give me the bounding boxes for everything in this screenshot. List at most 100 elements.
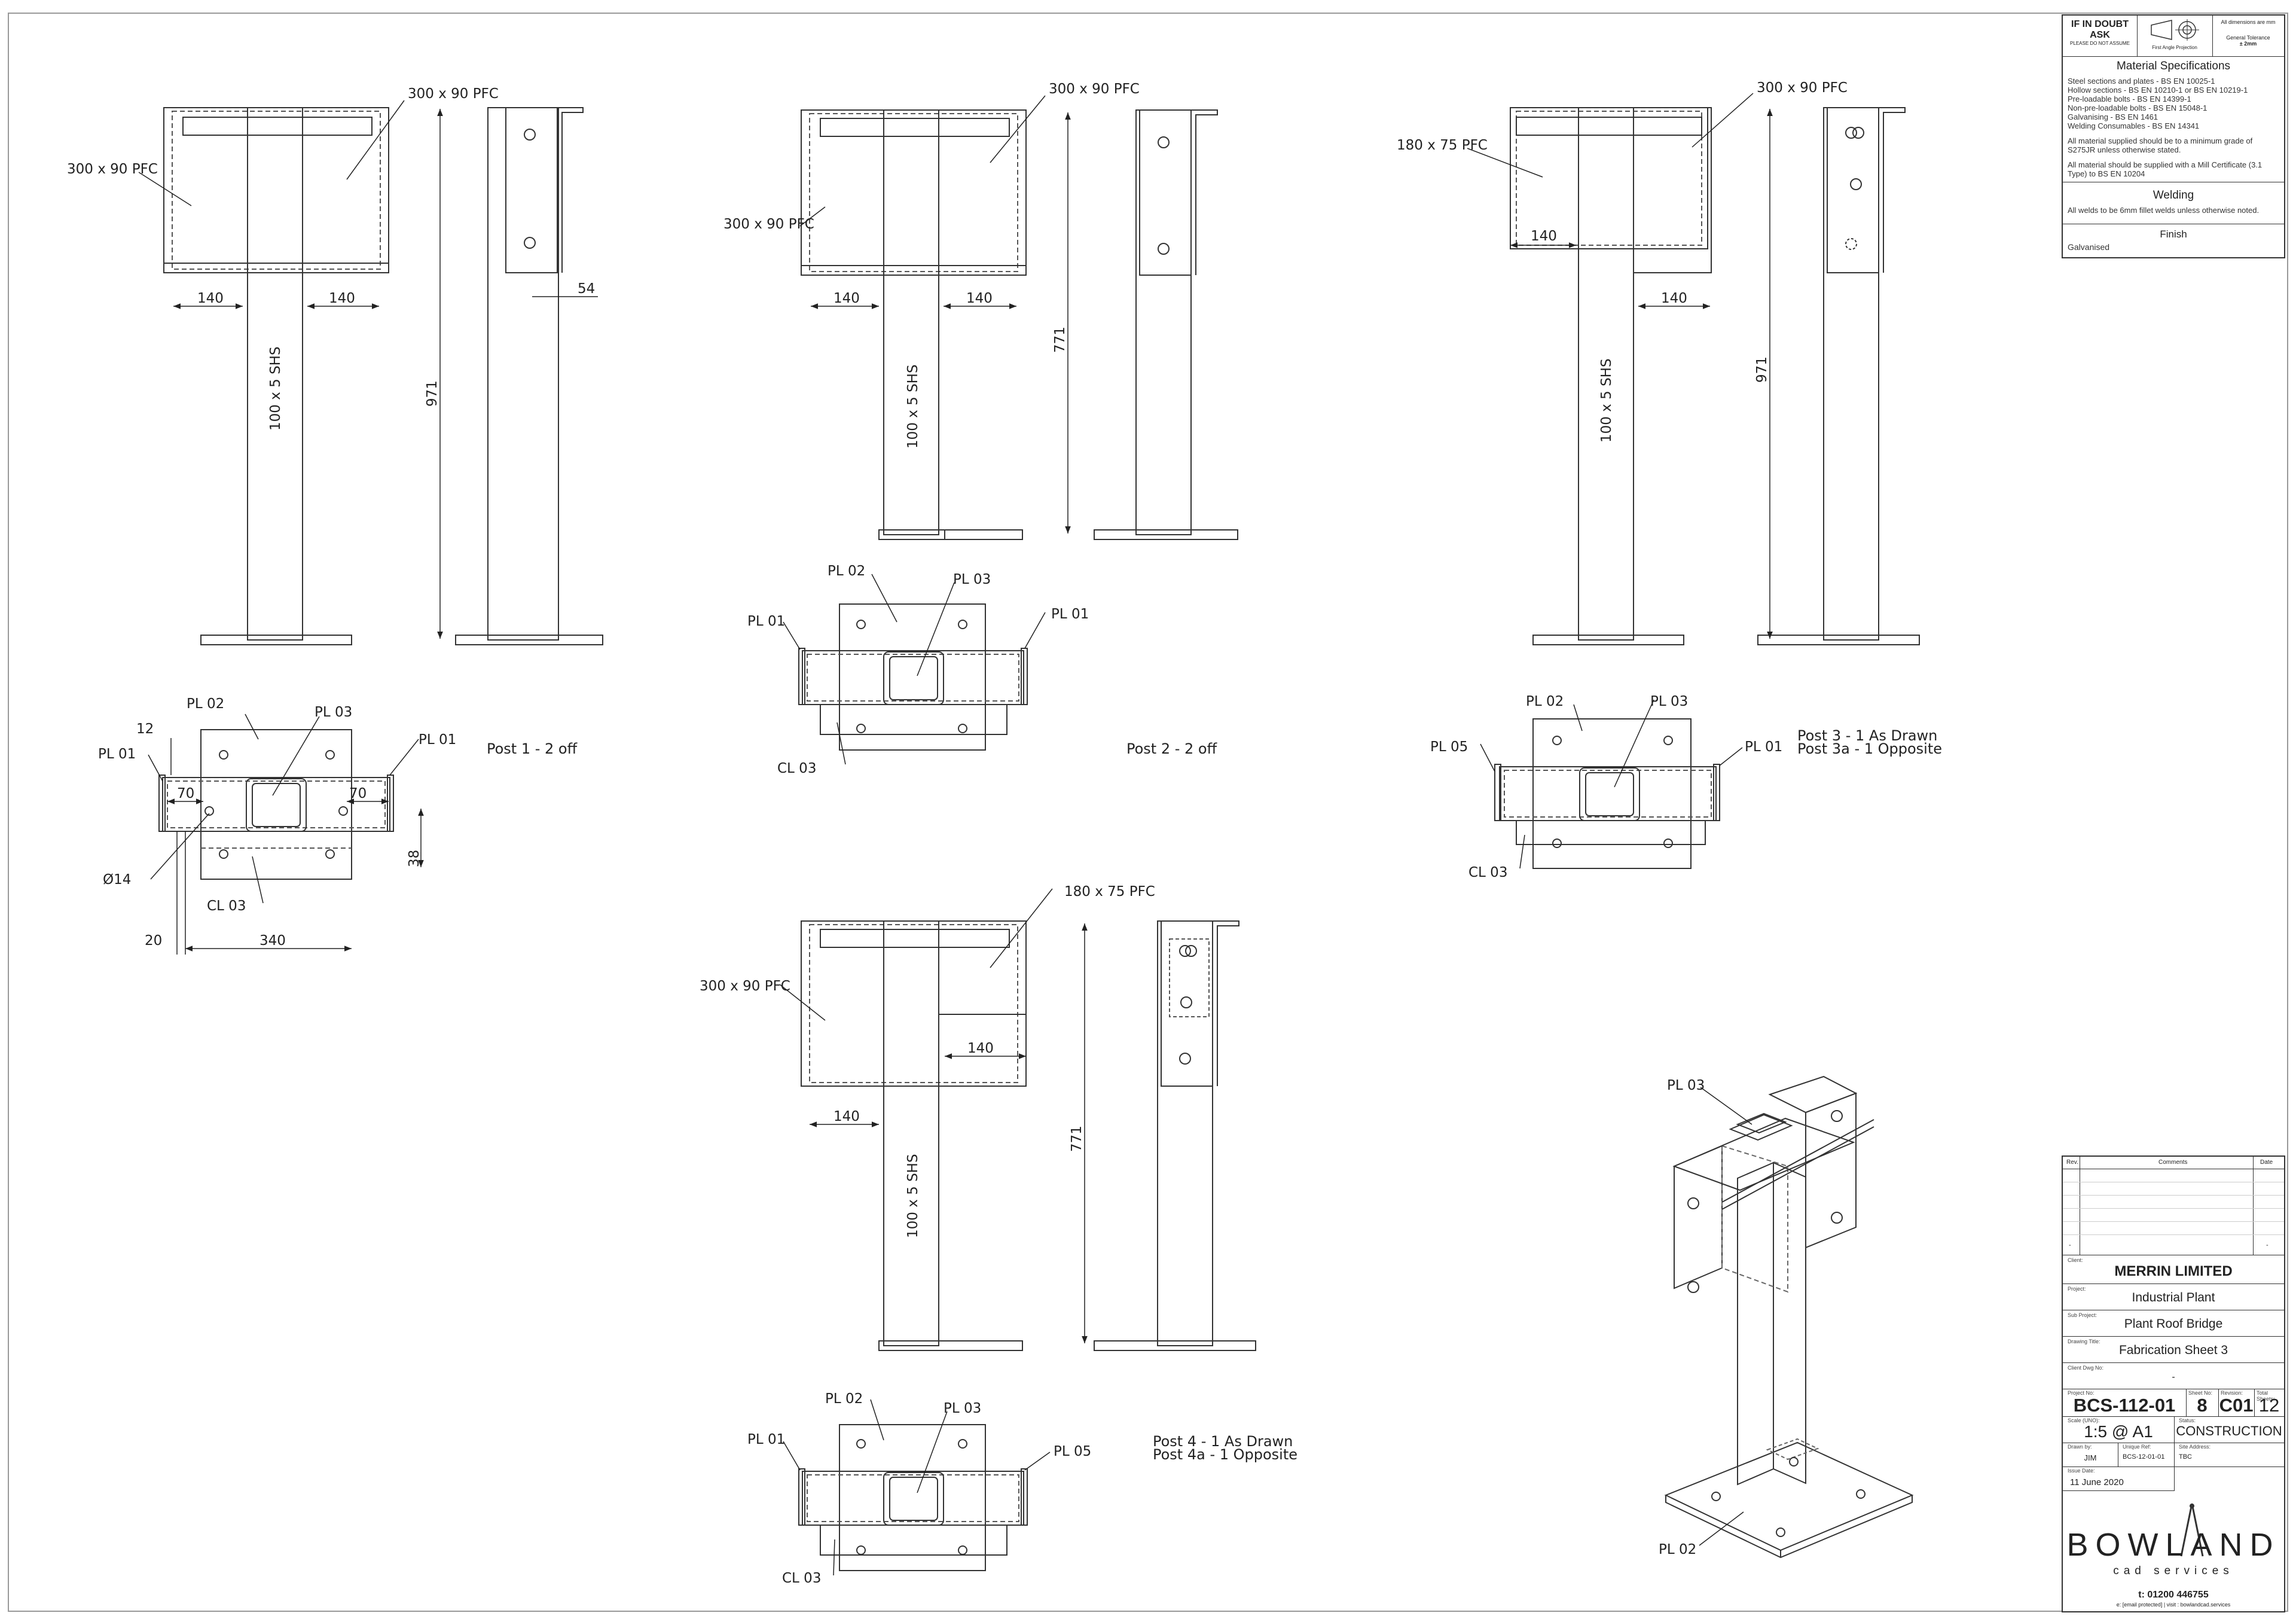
doubt-box: IF IN DOUBT ASK PLEASE DO NOT ASSUME	[2063, 16, 2138, 57]
label-cl03: CL 03	[777, 761, 816, 776]
label-pl03: PL 03	[1650, 694, 1688, 709]
dim-text: 140	[967, 1041, 994, 1056]
client-label: Client:	[2068, 1257, 2083, 1263]
contact: e: [email protected] | visit : bowlandca…	[2116, 1602, 2231, 1608]
dim-text: 20	[145, 933, 162, 949]
dim-text: 140	[329, 291, 355, 306]
label-pl01: PL 01	[1745, 739, 1782, 755]
post1-front-view	[163, 107, 389, 645]
compass-logo-icon	[2180, 1503, 2204, 1557]
brand-area: BOWLAND cad services t: 01200 446755 e: …	[2063, 1490, 2284, 1611]
dim-text: 771	[1052, 327, 1068, 353]
post1-plan-view	[158, 729, 394, 880]
sheet-no: 8	[2197, 1395, 2208, 1416]
revision-table: Rev. Comments Date - -	[2063, 1157, 2284, 1255]
label-pfc-small: 180 x 75 PFC	[1397, 138, 1488, 153]
dim-text: 38	[407, 850, 422, 867]
total-sheets-label: Total Sheets:	[2257, 1390, 2275, 1402]
projection-box: First Angle Projection	[2137, 16, 2213, 57]
total-sheets-cell: Total Sheets: 12	[2254, 1389, 2284, 1417]
first-angle-projection-icon	[2151, 19, 2199, 41]
label-shs: 100 x 5 SHS	[905, 364, 921, 449]
spec-line: Steel sections and plates - BS EN 10025-…	[2068, 77, 2215, 86]
rev-mark: -	[2069, 1242, 2071, 1249]
post1-side-view	[455, 107, 603, 645]
date-mark: -	[2266, 1242, 2268, 1249]
label-shs: 100 x 5 SHS	[268, 346, 283, 431]
date-col-header: Date	[2260, 1159, 2273, 1166]
phone: t: 01200 446755	[2138, 1590, 2209, 1600]
label-pl01: PL 01	[98, 746, 136, 762]
client-dwg-cell: Client Dwg No: -	[2063, 1362, 2284, 1389]
post2-side-view	[1094, 109, 1238, 540]
subproject-label: Sub Project:	[2068, 1312, 2097, 1318]
spec-line: Pre-loadable bolts - BS EN 14399-1	[2068, 94, 2191, 103]
label-pfc: 300 x 90 PFC	[700, 978, 790, 994]
scale-label: Scale (UNO):	[2068, 1417, 2100, 1423]
sheet-border	[8, 13, 2288, 1612]
total-sheets: 12	[2258, 1395, 2280, 1416]
post4-plan-view	[798, 1424, 1028, 1571]
status-cell: Status: CONSTRUCTION	[2174, 1416, 2284, 1443]
finish-section: Finish Galvanised	[2063, 224, 2284, 257]
post3-plan-view	[1494, 718, 1720, 869]
label-cl03: CL 03	[782, 1571, 821, 1586]
client-cell: Client: MERRIN LIMITED	[2063, 1255, 2284, 1284]
finish-value: Galvanised	[2068, 242, 2110, 252]
spec-cert: All material should be supplied with a M…	[2068, 160, 2263, 178]
leader-lines	[138, 93, 1754, 1576]
dim-text: 140	[833, 1109, 860, 1124]
label-pl05: PL 05	[1054, 1444, 1091, 1459]
client-dwg-label: Client Dwg No:	[2068, 1365, 2104, 1371]
dim-text: 971	[425, 380, 440, 407]
dim-text: 771	[1069, 1126, 1085, 1152]
label-pl03: PL 03	[953, 572, 991, 587]
subproject-cell: Sub Project: Plant Roof Bridge	[2063, 1310, 2284, 1337]
label-pfc: 300 x 90 PFC	[67, 161, 158, 177]
label-pl03: PL 03	[1667, 1078, 1705, 1093]
finish-heading: Finish	[2160, 228, 2187, 240]
label-shs: 100 x 5 SHS	[905, 1154, 921, 1238]
dim-text: 140	[1661, 291, 1687, 306]
units-note: All dimensions are mm	[2221, 19, 2276, 25]
tolerance-label: General Tolerance	[2226, 35, 2270, 41]
project-no: BCS-112-01	[2073, 1395, 2176, 1416]
dim-text: 140	[197, 291, 224, 306]
spec-grade: All material supplied should be to a min…	[2068, 136, 2253, 154]
unique-ref-cell: Unique Ref: BCS-12-01-01	[2118, 1443, 2175, 1467]
label-shs: 100 x 5 SHS	[1599, 358, 1614, 443]
post4-front-view	[801, 920, 1027, 1351]
welding-section: Welding All welds to be 6mm fillet welds…	[2063, 182, 2284, 224]
subproject-name: Plant Roof Bridge	[2124, 1317, 2223, 1331]
label-pl03: PL 03	[944, 1401, 981, 1416]
drawing-title-cell: Drawing Title: Fabrication Sheet 3	[2063, 1336, 2284, 1363]
drawn-by: JIM	[2084, 1453, 2097, 1462]
spec-heading: Material Specifications	[2116, 60, 2231, 72]
drawing-title-label: Drawing Title:	[2068, 1339, 2100, 1344]
post3-side-view	[1757, 107, 1920, 645]
label-pl05: PL 05	[1430, 739, 1468, 755]
scale-cell: Scale (UNO): 1:5 @ A1	[2063, 1416, 2175, 1443]
spec-panel: IF IN DOUBT ASK PLEASE DO NOT ASSUME Fir…	[2062, 14, 2285, 258]
label-pfc: 300 x 90 PFC	[723, 217, 814, 232]
doubt-line1: IF IN DOUBT	[2071, 19, 2129, 29]
label-pfc: 300 x 90 PFC	[1757, 80, 1848, 96]
client-dwg-value: -	[2172, 1372, 2175, 1382]
post4-caption: Post 4 - 1 As Drawn	[1153, 1433, 1293, 1450]
project-no-label: Project No:	[2068, 1390, 2095, 1396]
issue-date: 11 June 2020	[2070, 1477, 2124, 1487]
doubt-line3: PLEASE DO NOT ASSUME	[2070, 41, 2130, 46]
status-label: Status:	[2179, 1417, 2196, 1423]
label-pl01: PL 01	[747, 614, 785, 629]
project-name: Industrial Plant	[2132, 1291, 2215, 1304]
site-address-label: Site Address:	[2179, 1444, 2211, 1450]
project-label: Project:	[2068, 1286, 2086, 1292]
dim-text: 54	[578, 281, 595, 297]
welding-heading: Welding	[2152, 189, 2194, 202]
site-address-cell: Site Address: TBC	[2174, 1443, 2284, 1467]
label-pl01: PL 01	[1051, 606, 1089, 622]
post3-caption: Post 3a - 1 Opposite	[1797, 740, 1942, 757]
label-pl02: PL 02	[187, 696, 224, 712]
drawn-by-cell: Drawn by: JIM	[2063, 1443, 2118, 1467]
